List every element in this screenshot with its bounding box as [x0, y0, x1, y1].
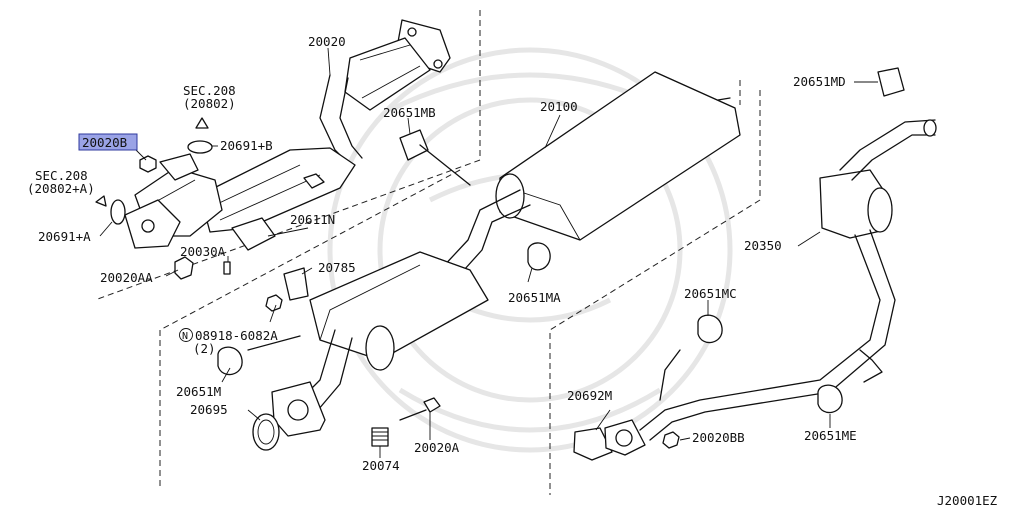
hanger-rubber-20651mc [697, 314, 723, 344]
label-20020aa: 20020AA [100, 270, 153, 285]
label-20692m: 20692M [567, 388, 612, 403]
callout-labels: 20020 20020B SEC.208 (20802) 20691+B SEC… [27, 34, 998, 508]
leader-lines [99, 47, 878, 458]
hanger-rubber-20651md [877, 67, 905, 97]
label-08918-6082a: 08918-6082A [195, 328, 278, 343]
nut-20020bb [662, 431, 680, 449]
hanger-rubber-20651m [217, 346, 243, 376]
front-tube-catalyst-assembly [95, 19, 451, 280]
nut-20020b [139, 155, 157, 173]
stud-20030a [223, 261, 231, 275]
arrow-sec208-a [195, 117, 209, 129]
highlight-box [78, 133, 138, 151]
arrow-sec208-b [95, 195, 107, 207]
label-20100: 20100 [540, 99, 578, 114]
hanger-rubber-20651me [817, 384, 843, 414]
label-20691b: 20691+B [220, 138, 273, 153]
label-20785: 20785 [318, 260, 356, 275]
label-qty-2: (2) [193, 341, 216, 356]
bolt-20020a [423, 397, 441, 413]
center-muffler-assembly [217, 71, 741, 451]
spring-20074 [371, 427, 389, 447]
label-20020bb: 20020BB [692, 430, 745, 445]
label-20350: 20350 [744, 238, 782, 253]
main-muffler-20100 [499, 71, 741, 241]
gasket-20692m [573, 427, 613, 461]
label-20651mb: 20651MB [383, 105, 436, 120]
bracket-20785 [283, 267, 309, 301]
label-20651md: 20651MD [793, 74, 846, 89]
n-symbol: N [182, 331, 188, 342]
hanger-rubber-20651mb [399, 129, 429, 161]
gasket-20691a [110, 199, 126, 225]
n-symbol-circle [179, 328, 193, 342]
label-sec208-a: SEC.208 [183, 83, 236, 98]
assembly-boundaries [94, 10, 761, 495]
label-20020: 20020 [308, 34, 346, 49]
label-20611n: 20611N [290, 212, 335, 227]
diagram-code: J20001EZ [937, 493, 998, 508]
rear-muffler-assembly [573, 67, 937, 461]
label-20074: 20074 [362, 458, 400, 473]
hanger-rubber-20651ma [527, 242, 551, 271]
label-20651ma: 20651MA [508, 290, 561, 305]
bolt-20020aa [174, 256, 194, 280]
gasket-20691b [187, 140, 213, 154]
label-sec208-b: SEC.208 [35, 168, 88, 183]
label-20651m: 20651M [176, 384, 221, 399]
label-20695: 20695 [190, 402, 228, 417]
nut-08918 [265, 294, 283, 312]
label-20691a: 20691+A [38, 229, 91, 244]
label-20020a: 20020A [414, 440, 460, 455]
label-sec208-a-ref: (20802) [183, 96, 236, 111]
label-20030a: 20030A [180, 244, 226, 259]
label-sec208-b-ref: (20802+A) [27, 181, 95, 196]
label-20651me: 20651ME [804, 428, 857, 443]
label-20020b[interactable]: 20020B [82, 135, 127, 150]
seal-ring-20695 [252, 413, 280, 451]
label-20651mc: 20651MC [684, 286, 737, 301]
